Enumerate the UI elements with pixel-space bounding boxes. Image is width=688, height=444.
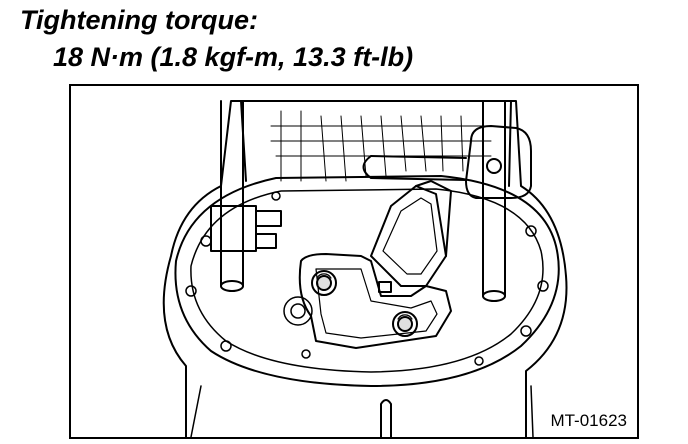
caption-title: Tightening torque: (20, 5, 258, 35)
flange-bolt-holes (185, 191, 549, 366)
left-shift-rod (210, 100, 282, 292)
case-flange (174, 175, 560, 387)
bolt-left (311, 270, 337, 296)
right-shift-rod (362, 100, 532, 302)
lock-plate (370, 180, 452, 293)
illustration-frame: MT-01623 (69, 84, 639, 439)
torque-caption: Tightening torque: 18 N·m (1.8 kgf-m, 13… (0, 0, 688, 82)
case-boss (283, 296, 313, 326)
case-outline (162, 100, 568, 437)
bracket-plate (298, 253, 452, 349)
figure-code: MT-01623 (548, 411, 629, 431)
bolt-right (392, 311, 418, 337)
caption-torque-value: 18 N·m (1.8 kgf-m, 13.3 ft-lb) (53, 42, 414, 72)
drain-pipe (380, 399, 392, 437)
transmission-illustration (162, 100, 568, 437)
